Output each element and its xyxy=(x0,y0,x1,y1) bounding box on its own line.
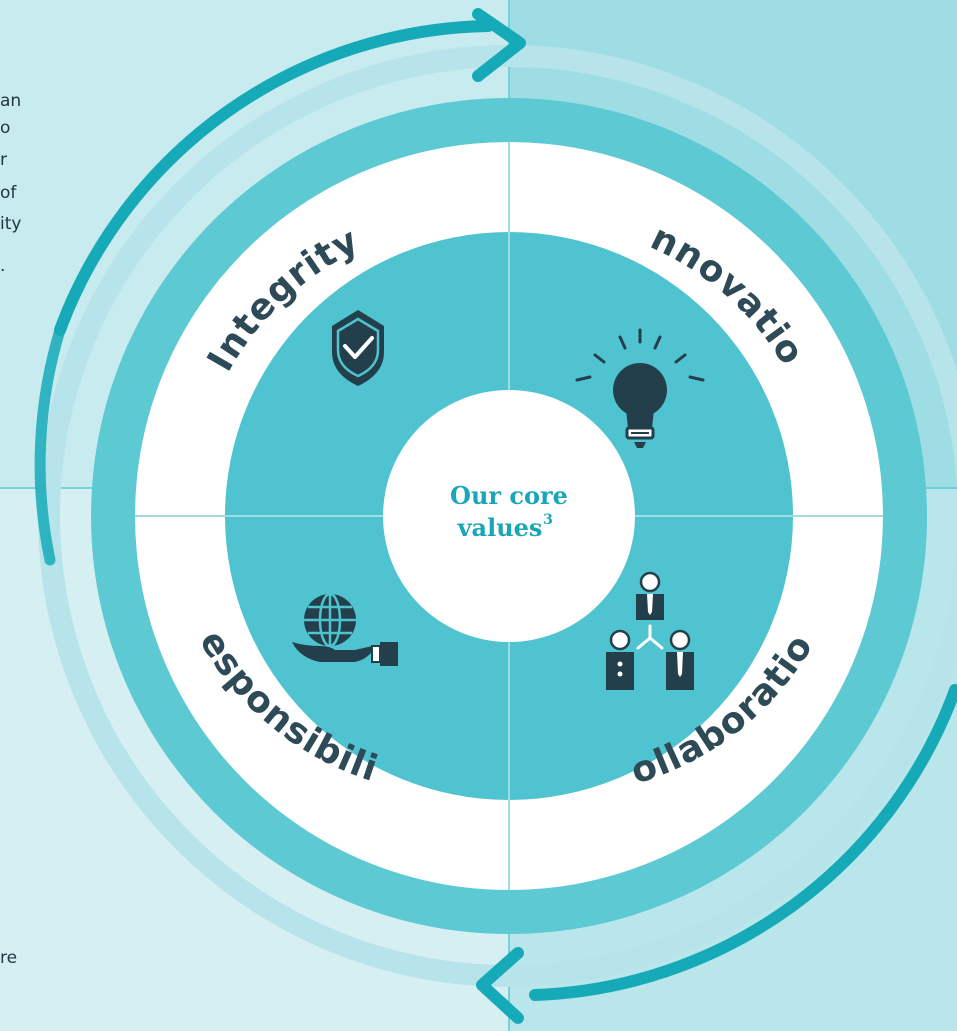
left-text-fragment: of xyxy=(0,183,17,203)
left-text-fragment: r xyxy=(0,150,7,170)
shield-check-icon xyxy=(332,310,384,386)
center-circle xyxy=(383,390,635,642)
arrow-arc-bottom xyxy=(529,684,957,1001)
center-title-superscript: 3 xyxy=(543,512,553,528)
center-title-line1: Our core xyxy=(450,481,568,510)
left-text-fragment: . xyxy=(0,256,6,276)
arrowhead-top xyxy=(472,8,526,82)
left-text-fragment: ity xyxy=(0,214,22,234)
left-text-fragment: re xyxy=(0,948,18,968)
left-text-fragment: an xyxy=(0,91,22,111)
arrowhead-bottom xyxy=(476,947,524,1024)
left-text-fragment: o xyxy=(0,118,11,138)
lightbulb-icon xyxy=(575,328,705,448)
arrow-arc-top xyxy=(54,20,494,336)
globe-in-hand-icon xyxy=(292,592,398,666)
team-network-icon xyxy=(606,571,694,690)
center-title-line2: values xyxy=(457,513,543,542)
